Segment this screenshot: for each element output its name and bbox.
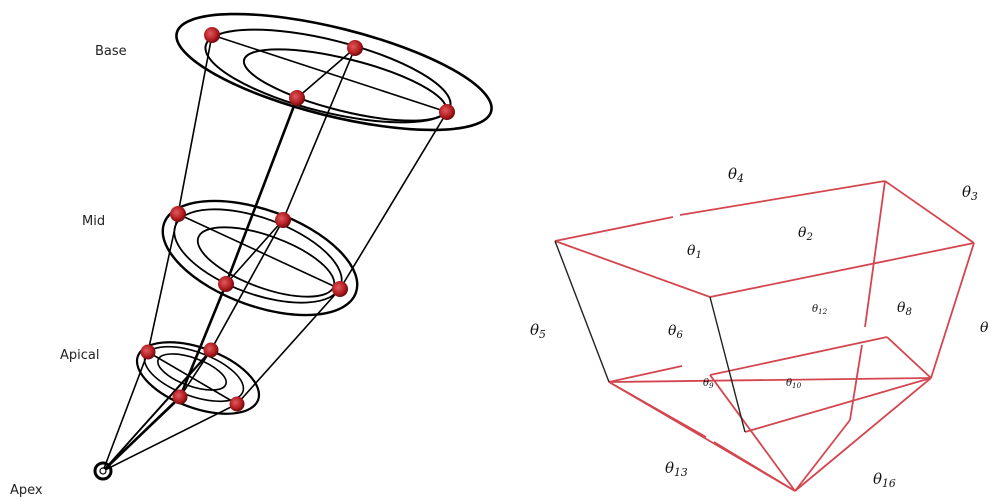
edge-back-vertical [864,180,886,328]
edge-diag-right [794,377,932,492]
marker [332,281,348,297]
edge-right-side [930,242,975,379]
mid-markers [170,206,348,297]
wire-11 [296,47,356,99]
mid-middle-ring [173,208,343,304]
wire-10 [225,219,284,285]
wire-9 [211,34,448,113]
apical-outer-ring [135,341,261,415]
apex-marker [93,461,113,481]
edge-diag-back [794,419,851,492]
edge-front-top [709,242,975,298]
angle-label-4: θ4 [728,165,744,185]
edge-left-side [554,240,610,383]
angle-label-6: θ6 [668,323,683,341]
black-edges [554,240,746,433]
apical-markers [140,342,245,412]
base-middle-ring [204,28,452,124]
angle-label-9: θ9 [703,378,714,390]
wire-8 [177,213,341,290]
base-outer-ring [175,12,493,132]
angle-label-13: θ13 [665,459,688,479]
right-angle-diagram: θ4 θ3 θ2 θ1 θ5 θ6 θ12 θ8 θ θ9 θ10 θ13 θ1… [530,165,989,492]
marker [218,276,234,292]
edge-left-lower [608,365,683,383]
edge-right-top [884,180,975,244]
angle-label-5: θ5 [530,321,546,341]
angle-label-8: θ8 [897,300,912,318]
edge-lower-left-side [608,381,796,492]
wire-12 [179,349,212,398]
base-level-rings [175,12,493,132]
marker [439,104,455,120]
apical-level-rings [135,341,261,415]
label-apical: Apical [60,348,99,363]
mid-inner-ring [196,226,336,298]
edge-top-back-2 [679,180,886,216]
edge-top-back [554,216,674,242]
angle-label-3: θ3 [962,183,978,203]
mid-outer-ring [161,199,359,317]
wire-4 [102,111,448,472]
red-edges [554,180,975,492]
edge-bottom [608,377,932,383]
edge-diag-front [709,374,796,492]
marker [170,206,186,222]
angle-label-12: θ12 [812,304,828,316]
angle-label-16: θ16 [873,470,896,490]
marker [204,27,220,43]
edge-front-vertical [709,296,746,433]
angle-label-10: θ10 [786,378,802,390]
angle-label-2: θ2 [798,225,813,243]
label-mid: Mid [82,214,105,229]
marker [229,396,245,412]
left-wireframe-panel: Base Mid Apical Apex [10,12,493,498]
edge-back-vertical-2 [849,344,863,421]
marker [347,40,363,56]
wire-2 [102,97,299,472]
marker [289,90,305,106]
wire-5 [102,349,213,472]
marker [275,212,291,228]
connecting-wires [102,34,448,472]
wire-1 [102,34,213,472]
base-markers [204,27,455,120]
edge-bottom-front [744,377,932,433]
mid-level-rings [161,199,359,317]
marker-points [140,27,455,412]
edge-mid-horizontal [709,336,888,376]
marker [172,389,188,405]
angle-label-1: θ1 [687,243,702,261]
edge-front-left-top [554,240,711,298]
edge-mid-right [886,336,932,379]
label-apex: Apex [10,483,43,498]
angle-label-7: θ [980,320,989,336]
marker [203,342,219,358]
label-base: Base [95,44,127,59]
marker [140,344,156,360]
wire-6 [102,397,181,472]
